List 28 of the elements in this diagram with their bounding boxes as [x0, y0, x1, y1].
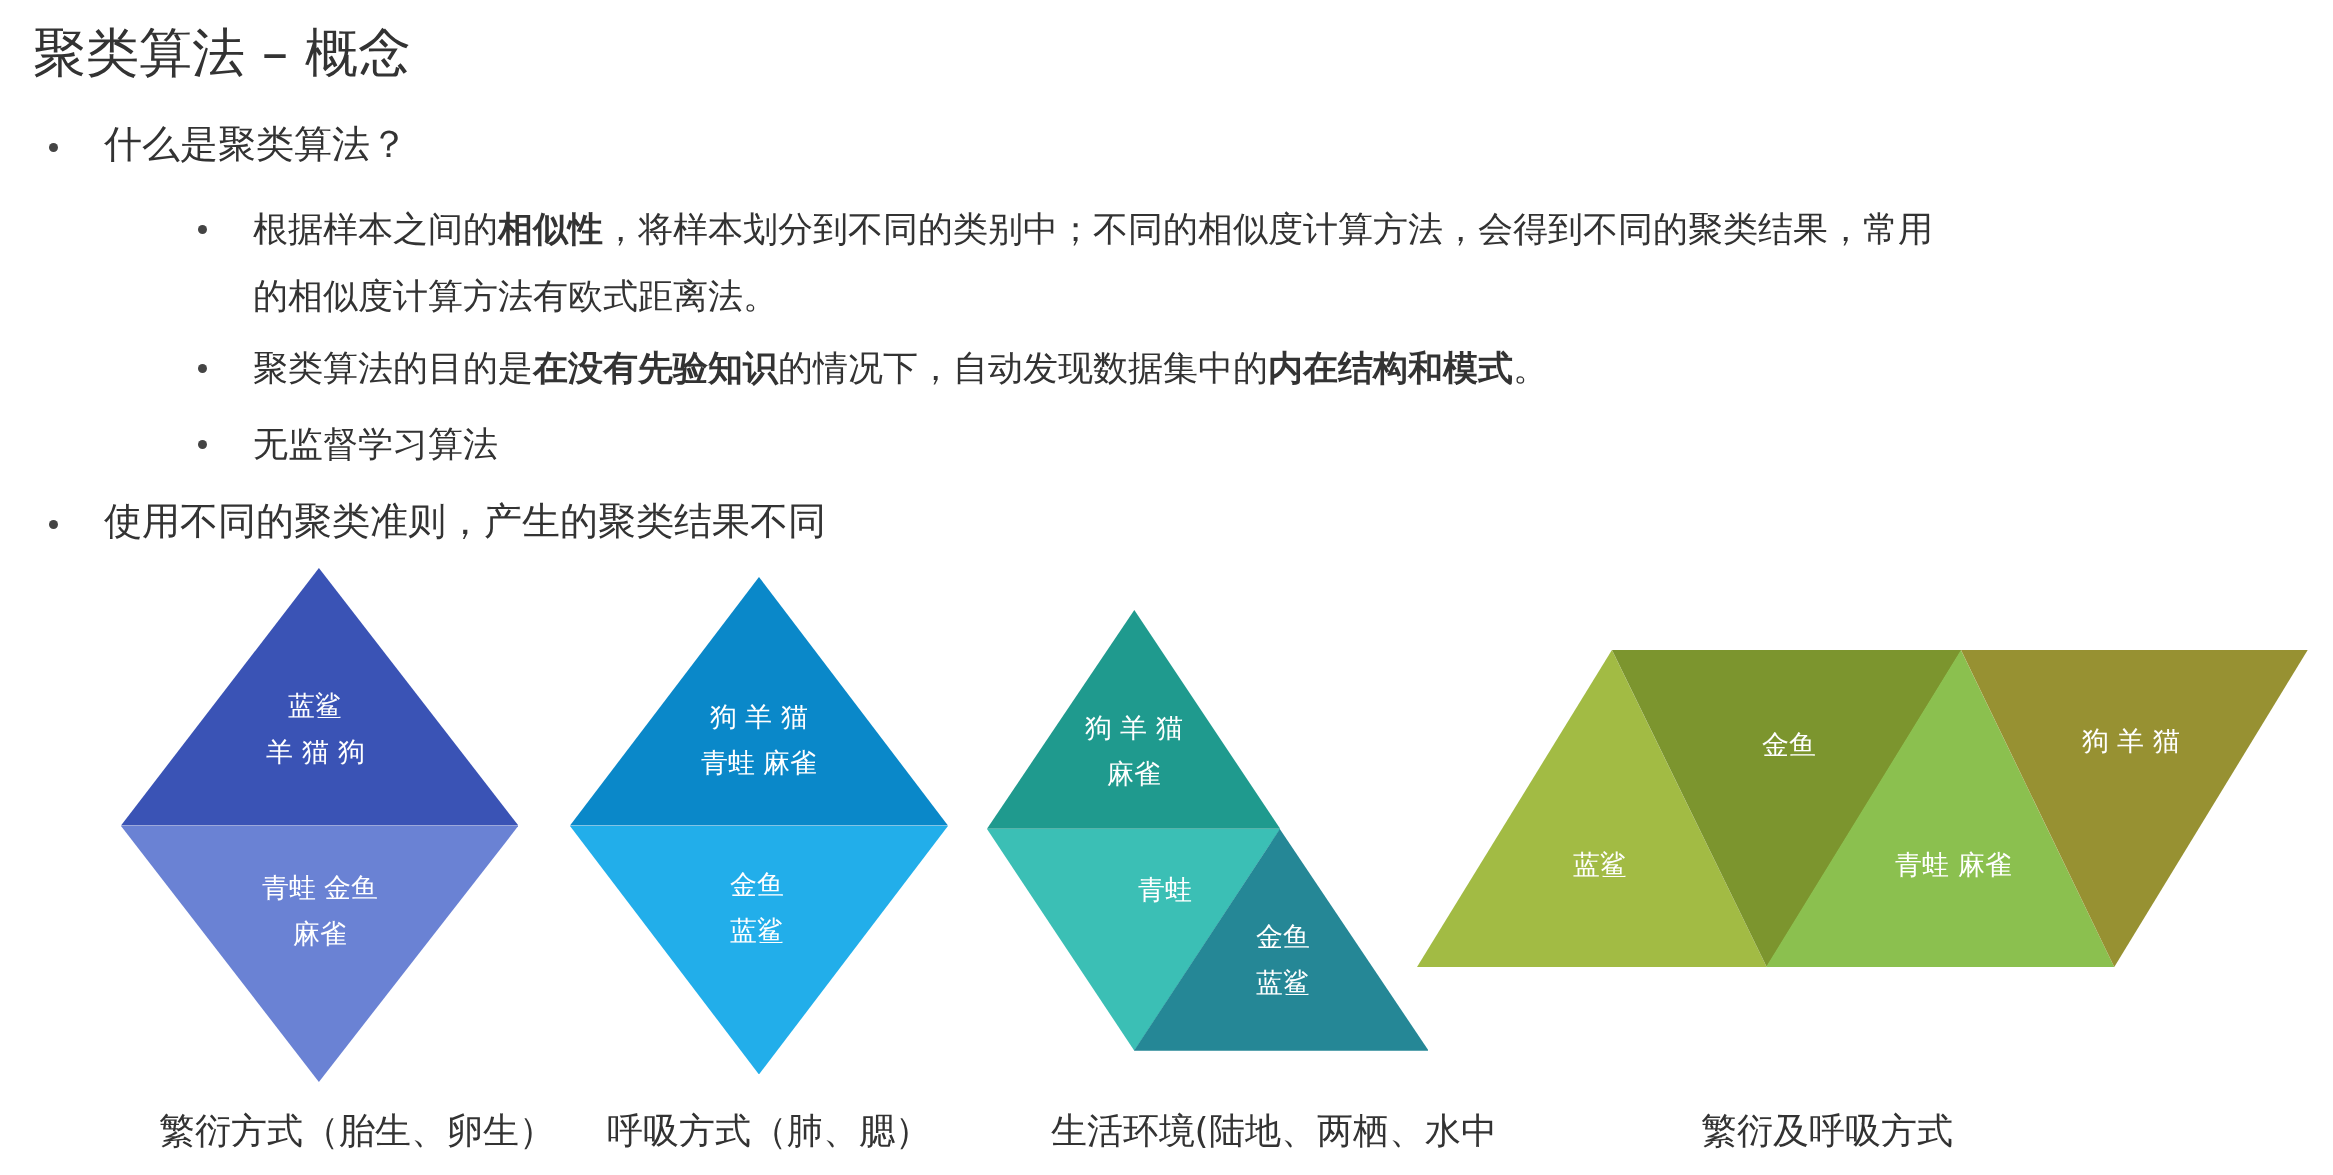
triangle-segment	[1133, 828, 1429, 1051]
triangle-label: 狗 羊 猫	[2081, 724, 2180, 758]
triangle-segment	[569, 577, 948, 826]
triangle-label: 金鱼	[1761, 728, 1816, 763]
bullet-text: 使用不同的聚类准则，产生的聚类结果不同	[104, 497, 828, 545]
triangle-label: 狗 羊 猫 青蛙 麻雀	[700, 699, 818, 780]
triangle-segment	[986, 610, 1280, 829]
figure-caption: 呼吸方式（肺、腮）	[607, 1109, 932, 1154]
figure-caption: 生活环境(陆地、两栖、水中	[1050, 1109, 1497, 1154]
triangle-segment	[120, 568, 518, 826]
bullet-text: 聚类算法的目的是在没有先验知识的情况下，自动发现数据集中的内在结构和模式。	[252, 346, 1549, 390]
figure-caption: 繁衍及呼吸方式	[1700, 1109, 1953, 1154]
triangle-label: 金鱼 蓝鲨	[1255, 919, 1310, 1000]
triangle-label: 青蛙 麻雀	[1895, 847, 2013, 882]
slide-title: 聚类算法 – 概念	[33, 21, 412, 85]
triangle-segment	[569, 825, 948, 1075]
triangle-label: 金鱼 蓝鲨	[730, 867, 785, 948]
bullet-text: 无监督学习算法	[252, 422, 499, 466]
triangle-segment	[1961, 650, 2308, 968]
triangle-label: 蓝鲨 羊 猫 狗	[266, 689, 365, 770]
triangle-label: 青蛙 金鱼 麻雀	[261, 870, 379, 951]
triangle-label: 狗 羊 猫 麻雀	[1084, 711, 1183, 792]
figure-caption: 繁衍方式（胎生、卵生）	[159, 1109, 556, 1154]
triangle-label: 蓝鲨	[1572, 847, 1627, 882]
bullet-text: 什么是聚类算法？	[104, 121, 410, 169]
triangle-segment	[120, 825, 518, 1082]
triangle-label: 青蛙	[1138, 872, 1193, 907]
bullet-text: 根据样本之间的相似性，将样本划分到不同的类别中；不同的相似度计算方法，会得到不同的聚类结果，常用的相似度计算方法有欧式距离法。	[252, 208, 1934, 319]
